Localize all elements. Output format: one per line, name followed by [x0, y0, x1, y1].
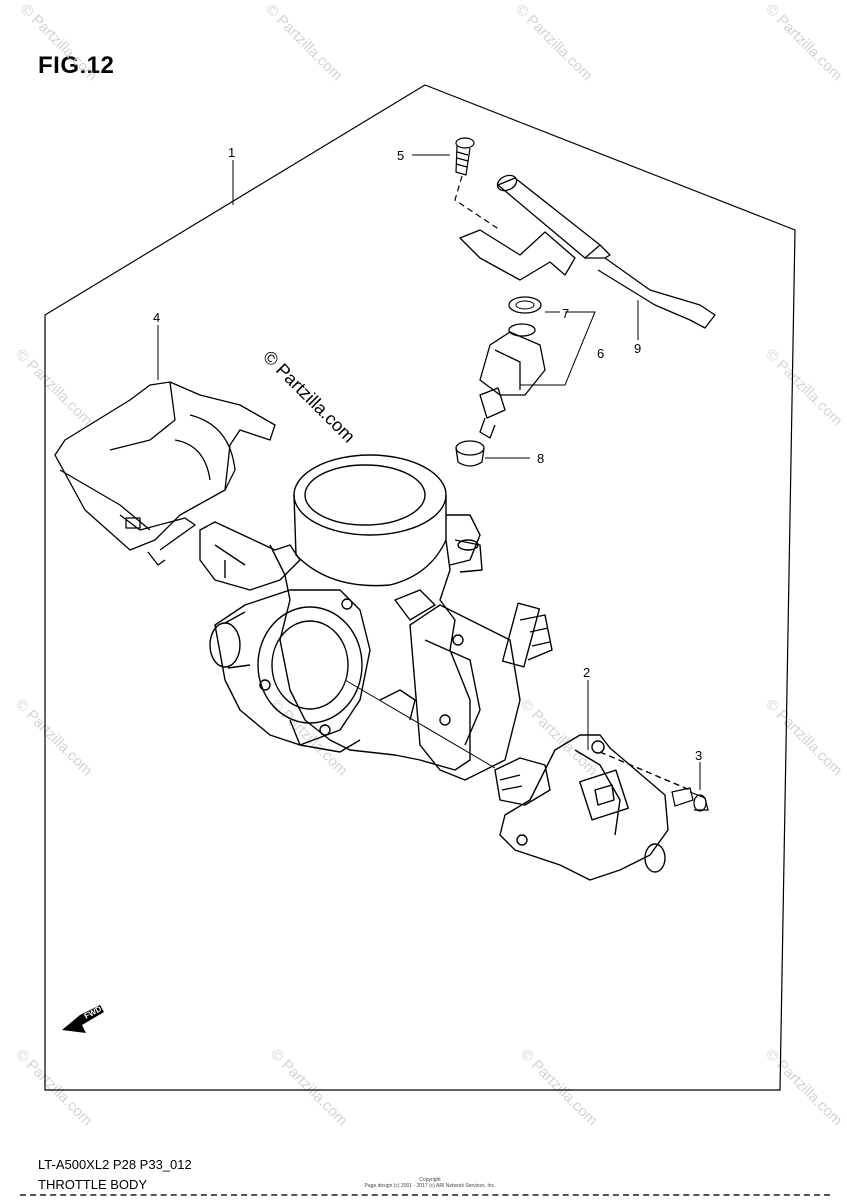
callout-1: 1	[228, 145, 235, 160]
fuel-delivery-pipe	[459, 174, 716, 329]
center-watermark: © Partzilla.com	[259, 347, 359, 447]
leader-lines	[157, 154, 701, 790]
seal-8	[455, 440, 485, 467]
watermark-text: © Partzilla.com	[762, 1, 845, 84]
fuel-injector-6	[479, 323, 546, 439]
assembly-outline	[44, 84, 796, 1091]
diagram-name: THROTTLE BODY	[38, 1177, 148, 1192]
watermark-text: © Partzilla.com	[762, 346, 845, 429]
callout-7: 7	[562, 306, 569, 321]
bottom-divider	[20, 1194, 830, 1196]
callout-2: 2	[583, 665, 590, 680]
callout-6: 6	[597, 346, 604, 361]
watermark-text: © Partzilla.com	[512, 1, 595, 84]
callout-8: 8	[537, 451, 544, 466]
forward-arrow: FWD	[62, 1004, 104, 1033]
watermark-text: © Partzilla.com	[12, 1046, 95, 1129]
watermark-text: © Partzilla.com	[12, 696, 95, 779]
copyright-line-2: Page design (c) 2001 - 2017 (c) ARI Netw…	[364, 1183, 496, 1189]
callout-4: 4	[153, 310, 160, 325]
copyright-line-1: Copyright	[419, 1177, 441, 1183]
callout-5: 5	[397, 148, 404, 163]
watermark-text: © Partzilla.com	[262, 1, 345, 84]
bolt-3	[671, 787, 709, 812]
copyright-notice: Copyright Page design (c) 2001 - 2017 (c…	[360, 1177, 500, 1189]
watermark-text: © Partzilla.com	[517, 1046, 600, 1129]
watermark-text: © Partzilla.com	[12, 346, 95, 429]
watermark-text: © Partzilla.com	[762, 1046, 845, 1129]
cable-bracket	[54, 381, 276, 566]
watermark-text: © Partzilla.com	[17, 1, 100, 84]
throttle-body	[199, 454, 553, 781]
watermark-text: © Partzilla.com	[267, 1046, 350, 1129]
isc-valve-2	[494, 734, 691, 881]
watermark-text: © Partzilla.com	[762, 696, 845, 779]
o-ring-7	[508, 296, 542, 314]
callout-3: 3	[695, 748, 702, 763]
callout-9: 9	[634, 341, 641, 356]
screw-5	[454, 137, 501, 231]
diagram-code: LT-A500XL2 P28 P33_012	[38, 1157, 192, 1172]
figure-title: FIG.12	[38, 52, 115, 79]
